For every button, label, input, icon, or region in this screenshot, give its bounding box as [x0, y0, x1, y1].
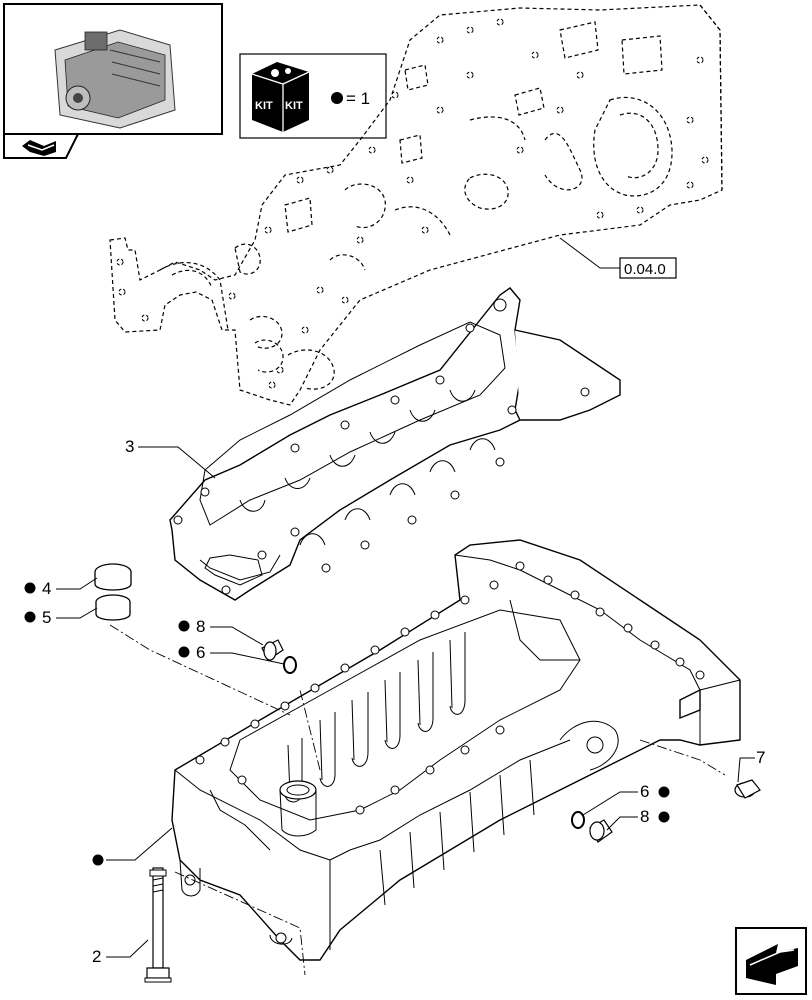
callout-8-lower-label: 8: [640, 807, 649, 826]
callout-7-label: 7: [756, 748, 765, 767]
callout-8-lower: 8: [606, 807, 670, 831]
assembly-lines: [109, 624, 726, 976]
kit-dot-icon: [658, 811, 670, 823]
callout-6-upper-label: 6: [196, 643, 205, 662]
callout-5-label: 5: [42, 608, 51, 627]
kit-dot-icon: [24, 582, 36, 594]
callout-2: 2: [92, 939, 149, 966]
callout-8-upper: 8: [178, 617, 264, 646]
callout-3: 3: [125, 437, 216, 479]
kit-dot-icon: [331, 92, 343, 104]
callout-6-lower-label: 6: [640, 782, 649, 801]
kit-box-icon: KIT KIT: [251, 62, 310, 132]
callout-2-label: 2: [92, 947, 101, 966]
callout-7: 7: [737, 748, 765, 783]
kit-label-right: KIT: [285, 100, 303, 112]
callout-3-label: 3: [125, 437, 134, 456]
callout-oil-pan: [92, 827, 173, 866]
kit-equals-text: = 1: [346, 89, 370, 108]
kit-dot-icon: [658, 786, 670, 798]
previous-page-icon: [22, 140, 56, 156]
callout-4: 4: [24, 577, 98, 598]
section-reference-code: 0.04.0: [624, 261, 666, 278]
section-reference[interactable]: 0.04.0: [559, 237, 677, 279]
bushing-5: [95, 594, 131, 621]
kit-legend: KIT KIT = 1: [239, 53, 387, 139]
oil-pan: [171, 539, 741, 961]
oil-pan-gasket: [169, 287, 621, 601]
kit-dot-icon: [24, 611, 36, 623]
seal-ring-6-lower: [571, 811, 585, 829]
previous-page-button[interactable]: [3, 133, 80, 159]
engine-thumbnail-icon: [54, 29, 176, 129]
callout-5: 5: [24, 607, 98, 627]
drain-plug-8-upper: [261, 639, 284, 661]
plug-cap-4: [94, 563, 132, 591]
next-page-icon: [746, 944, 798, 985]
callout-6-upper: 6: [178, 643, 285, 665]
kit-dot-icon: [92, 854, 104, 866]
bolt-2: [144, 867, 172, 983]
seal-ring-6-upper: [283, 656, 297, 674]
engine-thumbnail[interactable]: [3, 3, 223, 135]
kit-dot-icon: [178, 620, 190, 632]
next-page-button[interactable]: [735, 927, 807, 995]
kit-label-left: KIT: [255, 100, 273, 112]
callout-4-label: 4: [42, 579, 51, 598]
callout-6-lower: 6: [582, 782, 670, 816]
drain-plug-8-lower: [589, 819, 613, 843]
engine-block-phantom: [109, 4, 723, 406]
plug-7: [734, 779, 761, 799]
kit-dot-icon: [178, 646, 190, 658]
callout-8-upper-label: 8: [196, 617, 205, 636]
